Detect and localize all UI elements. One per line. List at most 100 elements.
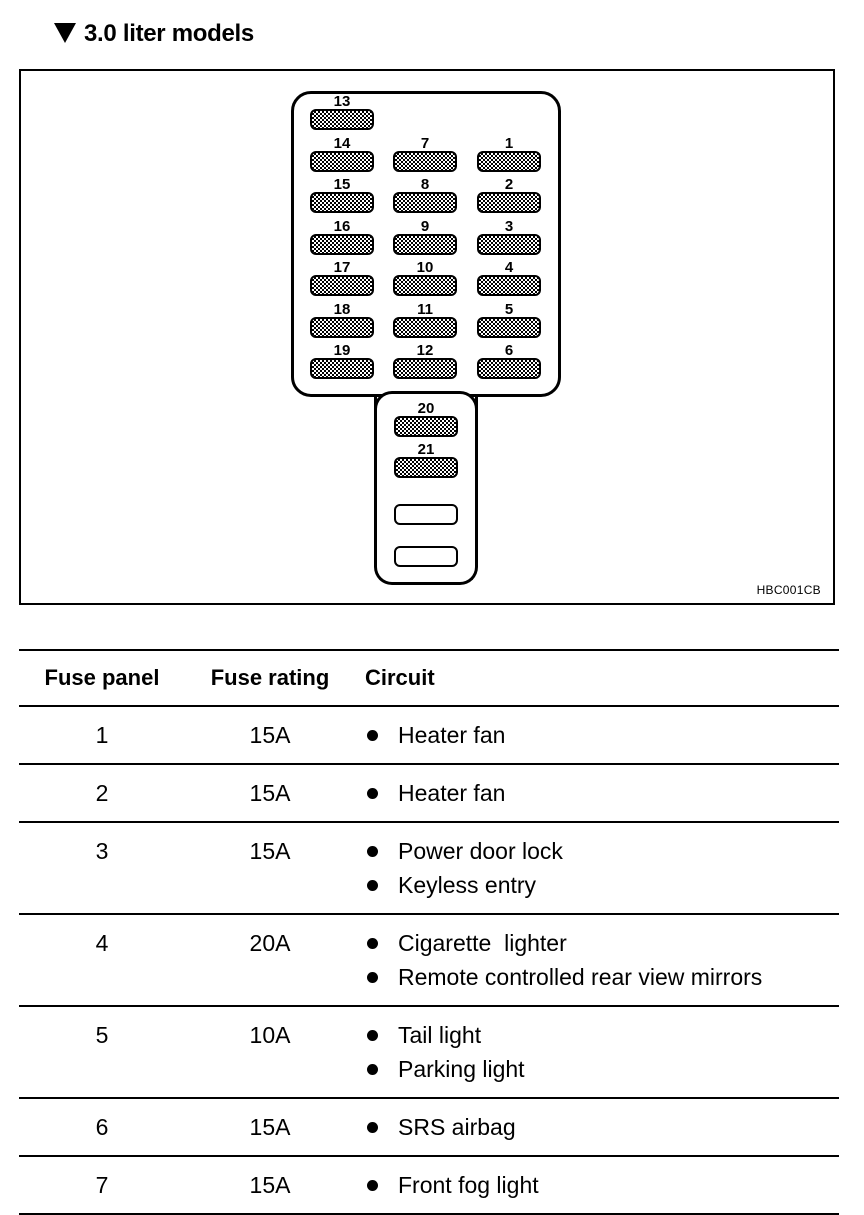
fuse-number: 4 bbox=[504, 259, 514, 276]
bullet-icon bbox=[367, 880, 378, 891]
fuse-icon bbox=[393, 233, 457, 255]
circuit-item: SRS airbag bbox=[365, 1110, 839, 1144]
circuit-list: Heater fan bbox=[355, 764, 839, 823]
fuse-slot: 12 bbox=[392, 343, 458, 379]
bullet-icon bbox=[367, 1064, 378, 1075]
circuit-item: Power door lock bbox=[365, 834, 839, 868]
fuse-number: 18 bbox=[333, 300, 351, 318]
header-circuit: Circuit bbox=[355, 649, 839, 707]
fuse-icon bbox=[310, 192, 374, 213]
fuse-icon bbox=[394, 457, 458, 478]
fuse-rating: 10A bbox=[185, 1006, 355, 1099]
section-title: 3.0 liter models bbox=[84, 20, 254, 47]
down-triangle-icon bbox=[54, 23, 76, 43]
fuse-icon bbox=[393, 275, 457, 296]
circuit-item: Parking light bbox=[365, 1052, 839, 1086]
bullet-icon bbox=[367, 788, 378, 799]
fuse-icon bbox=[393, 192, 457, 213]
bullet-icon bbox=[367, 938, 378, 949]
circuit-item: Tail light bbox=[365, 1018, 839, 1052]
fuse-number: 8 bbox=[420, 176, 430, 193]
bullet-icon bbox=[367, 1122, 378, 1133]
fuse-icon bbox=[310, 150, 374, 172]
fuse-icon bbox=[393, 316, 457, 338]
header-fuse-rating: Fuse rating bbox=[185, 649, 355, 707]
fuse-panel-number: 1 bbox=[19, 706, 185, 765]
fuse-panel-number: 6 bbox=[19, 1098, 185, 1157]
fuse-rating: 15A bbox=[185, 1156, 355, 1215]
circuit-name: Keyless entry bbox=[398, 872, 537, 898]
fuse-icon bbox=[310, 358, 374, 379]
circuit-list: Heater fan bbox=[355, 706, 839, 765]
fuse-number: 10 bbox=[416, 259, 434, 276]
circuit-item: Remote controlled rear view mirrors bbox=[365, 960, 839, 994]
bullet-icon bbox=[367, 1030, 378, 1041]
fuse-number: 11 bbox=[417, 300, 433, 318]
fuse-rating: 15A bbox=[185, 1098, 355, 1157]
circuit-item: Front fog light bbox=[365, 1168, 839, 1202]
fuse-number: 20 bbox=[417, 400, 435, 417]
fuse-icon bbox=[477, 358, 541, 379]
bullet-icon bbox=[367, 1180, 378, 1191]
circuit-name: Tail light bbox=[398, 1022, 482, 1048]
fuse-rating: 15A bbox=[185, 764, 355, 823]
fuse-slot: 14 bbox=[309, 136, 375, 172]
fuse-slot: 21 bbox=[393, 441, 459, 478]
circuit-list: Front fog light bbox=[355, 1156, 839, 1215]
fuse-number: 2 bbox=[504, 176, 514, 193]
fuse-icon bbox=[477, 192, 541, 213]
circuit-name: Front fog light bbox=[398, 1172, 539, 1198]
fuse-number: 5 bbox=[504, 300, 514, 318]
circuit-list: SRS airbag bbox=[355, 1098, 839, 1157]
fuse-slot: 6 bbox=[476, 343, 542, 379]
fuse-number: 1 bbox=[504, 134, 514, 152]
fuse-slot: 16 bbox=[309, 217, 375, 255]
fuse-icon bbox=[310, 316, 374, 338]
fuse-panel-number: 2 bbox=[19, 764, 185, 823]
fuse-panel-number: 4 bbox=[19, 914, 185, 1007]
fuse-slot: 13 bbox=[309, 93, 375, 130]
sub-fuse-panel bbox=[374, 391, 478, 585]
fuse-slot: 11 bbox=[392, 300, 458, 338]
section-heading: 3.0 liter models bbox=[54, 20, 254, 48]
circuit-name: Heater fan bbox=[398, 722, 506, 748]
fuse-number: 21 bbox=[417, 441, 435, 458]
fuse-slot: 8 bbox=[392, 176, 458, 213]
fuse-slot: 5 bbox=[476, 300, 542, 338]
fuse-icon bbox=[477, 316, 541, 338]
circuit-item: Heater fan bbox=[365, 718, 839, 752]
fuse-rating: 15A bbox=[185, 822, 355, 915]
fuse-number: 3 bbox=[504, 217, 514, 235]
bullet-icon bbox=[367, 846, 378, 857]
fuse-slot: 7 bbox=[392, 134, 458, 172]
fuse-slot: 3 bbox=[476, 217, 542, 255]
circuit-name: SRS airbag bbox=[398, 1114, 516, 1140]
fuse-icon bbox=[477, 275, 541, 296]
fuse-number: 15 bbox=[333, 176, 351, 193]
empty-fuse-slot bbox=[394, 546, 458, 567]
fuse-slot: 19 bbox=[309, 343, 375, 379]
fuse-number: 13 bbox=[333, 93, 351, 110]
fuse-icon bbox=[393, 358, 457, 379]
header-fuse-panel: Fuse panel bbox=[19, 649, 185, 707]
fuse-icon bbox=[477, 233, 541, 255]
fuse-slot: 10 bbox=[392, 259, 458, 296]
figure-code: HBC001CB bbox=[756, 583, 821, 597]
fuse-icon bbox=[394, 416, 458, 437]
circuit-item: Keyless entry bbox=[365, 868, 839, 902]
fuse-number: 16 bbox=[333, 217, 351, 235]
fuse-rating: 15A bbox=[185, 706, 355, 765]
fuse-number: 7 bbox=[420, 134, 430, 152]
circuit-name: Parking light bbox=[398, 1056, 525, 1082]
fuse-slot: 9 bbox=[392, 219, 458, 255]
